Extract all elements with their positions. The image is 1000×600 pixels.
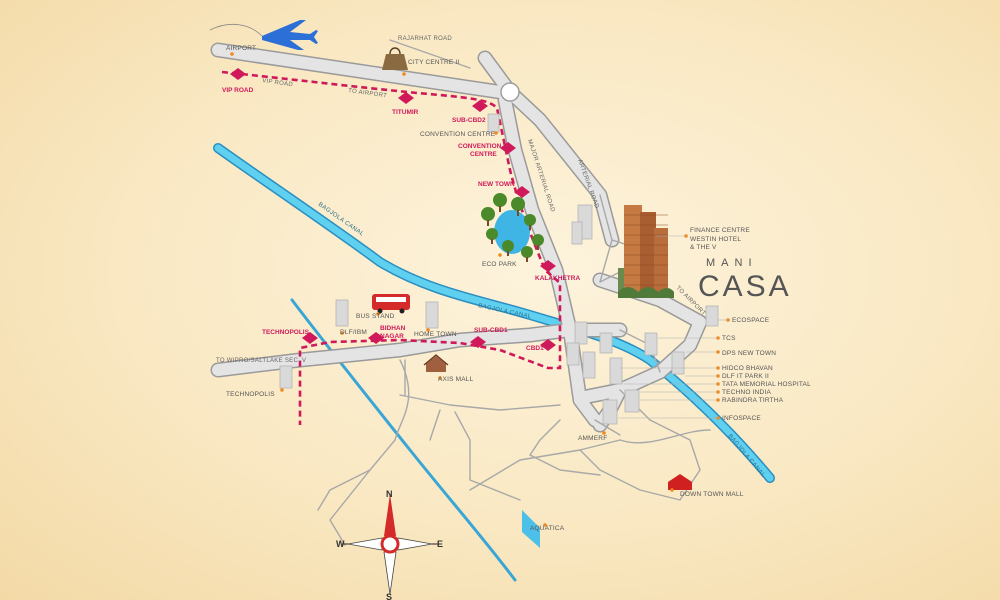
metro-line xyxy=(221,70,562,425)
metro-label-convention-1: CONVENTION xyxy=(458,143,502,150)
building xyxy=(624,389,640,413)
building xyxy=(487,113,500,133)
building xyxy=(599,332,613,354)
metro-station-icon xyxy=(302,332,318,344)
tree-icon xyxy=(502,240,514,252)
label-axis-mall: AXIS MALL xyxy=(438,376,474,383)
building xyxy=(609,357,623,385)
metro-station-icon xyxy=(398,92,414,104)
label-rabindra: RABINDRA TIRTHA xyxy=(722,397,784,404)
tree-icon xyxy=(511,197,525,211)
metro-label-bidhan-2: NAGAR xyxy=(380,333,404,340)
building xyxy=(279,365,293,389)
tree-icon xyxy=(524,214,536,226)
metro-station-icon xyxy=(514,186,530,198)
building xyxy=(425,301,439,329)
canal-label-3: BAGJOLA CANAL xyxy=(726,433,766,479)
bus-icon xyxy=(372,294,410,314)
building xyxy=(582,351,596,379)
metro-label-sub-cbd1: SUB-CBD1 xyxy=(474,327,508,334)
metro-label-new-town: NEW TOWN xyxy=(478,181,515,188)
house-icon xyxy=(423,354,449,372)
road-label-rajarhat: RAJARHAT ROAD xyxy=(398,36,452,42)
road-label-vip: VIP ROAD xyxy=(262,78,294,88)
canals xyxy=(213,143,775,582)
label-convention-centre: CONVENTION CENTRE xyxy=(420,131,496,138)
label-tata: TATA MEMORIAL HOSPITAL xyxy=(722,381,811,388)
label-dlf2: DLF IT PARK II xyxy=(722,373,769,380)
label-techno-india: TECHNO INDIA xyxy=(722,389,771,396)
label-infospace: INFOSPACE xyxy=(722,415,761,422)
metro-station-icon xyxy=(540,260,556,272)
label-down-town-mall: DOWN TOWN MALL xyxy=(680,491,744,498)
road-label-to-wipro: TO WIPRO/SALTLAKE SEC. V xyxy=(216,358,306,364)
label-ecospace: ECOSPACE xyxy=(732,317,770,324)
brand-small: MANI xyxy=(706,257,758,269)
eco-park xyxy=(481,193,544,262)
roundabout xyxy=(500,82,520,102)
building xyxy=(335,299,349,327)
road-label-to-airport-vip: TO AIRPORT xyxy=(348,88,388,99)
label-finance-centre: FINANCE CENTRE xyxy=(690,227,750,234)
metro-station-icon xyxy=(472,100,488,112)
metro-label-vip-road: VIP ROAD xyxy=(222,87,254,94)
secondary-canal xyxy=(290,298,517,582)
building xyxy=(602,399,618,425)
metro-label-technopolis: TECHNOPOLIS xyxy=(262,329,310,336)
airplane-icon xyxy=(209,20,318,50)
metro-label-bidhan-1: BIDHAN xyxy=(380,325,406,332)
brand-big: CASA xyxy=(698,270,792,303)
tree-icon xyxy=(521,246,533,258)
tree-icon xyxy=(493,193,507,207)
building xyxy=(705,305,719,327)
label-aquatica: AQUATICA xyxy=(530,525,565,532)
label-westin-1: WESTIN HOTEL xyxy=(690,236,741,243)
shopping-bag-icon xyxy=(382,47,408,70)
compass-e: E xyxy=(437,539,443,549)
label-technopolis: TECHNOPOLIS xyxy=(226,391,275,398)
metro-station-icon xyxy=(230,68,246,80)
metro-label-titumir: TITUMIR xyxy=(392,109,419,116)
aquatica-lake xyxy=(522,510,540,548)
label-dps: DPS NEW TOWN xyxy=(722,350,776,357)
label-bus-stand: BUS STAND xyxy=(356,313,395,320)
building xyxy=(574,321,588,345)
compass-n: N xyxy=(386,489,393,499)
label-home-town: HOME TOWN xyxy=(414,331,457,338)
tree-icon xyxy=(481,207,495,221)
label-tcs: TCS xyxy=(722,335,736,342)
metro-station-icon xyxy=(470,336,486,348)
metro-station-icon xyxy=(500,142,516,154)
label-ammerf: AMMERF xyxy=(578,435,607,442)
label-westin-2: & THE V xyxy=(690,244,717,251)
metro-station-icon xyxy=(540,339,556,351)
metro-label-cbd1: CBD1 xyxy=(526,345,544,352)
compass-w: W xyxy=(336,539,345,549)
metro-label-kalakhetra: KALAKHETRA xyxy=(535,275,580,282)
label-city-centre: CITY CENTRE II xyxy=(408,59,459,66)
metro-label-sub-cbd2: SUB-CBD2 xyxy=(452,117,486,124)
label-airport: AIRPORT xyxy=(226,45,256,52)
buildings xyxy=(279,113,719,425)
tree-icon xyxy=(532,234,544,246)
tree-icon xyxy=(486,228,498,240)
compass-s: S xyxy=(386,592,392,600)
label-eco-park: ECO PARK xyxy=(482,261,517,268)
compass-icon xyxy=(342,494,438,595)
mani-casa-towers xyxy=(618,205,674,298)
leader-lines xyxy=(618,235,728,419)
building xyxy=(571,221,583,245)
metro-label-convention-2: CENTRE xyxy=(470,151,497,158)
landmark-dots xyxy=(230,52,730,527)
building xyxy=(671,351,685,375)
label-hidco: HIDCO BHAVAN xyxy=(722,365,773,372)
house-icon xyxy=(668,474,692,490)
building xyxy=(566,342,580,366)
building xyxy=(644,332,658,356)
metro-stations xyxy=(230,68,556,351)
label-dlf-ibm: DLF/IBM xyxy=(340,329,367,336)
metro-station-icon xyxy=(368,332,384,344)
